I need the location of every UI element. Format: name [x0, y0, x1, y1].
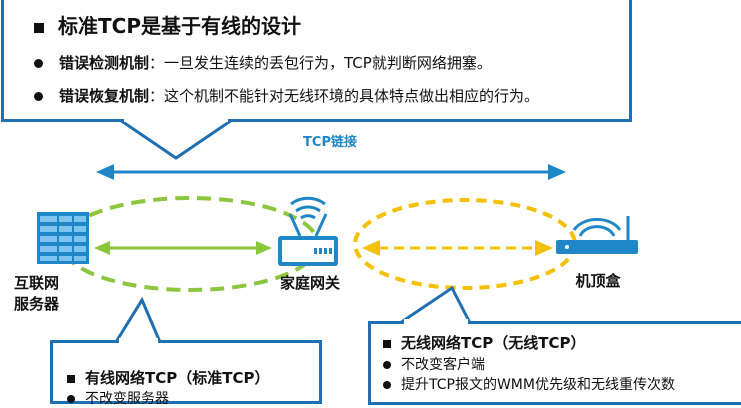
server-label: 互联网 服务器 [14, 272, 78, 314]
top-callout-box: 标准TCP是基于有线的设计 错误检测机制：一旦发生连续的丢包行为，TCP就判断网… [1, 0, 632, 122]
item-text: ：这个机制不能针对无线环境的具体特点做出相应的行为。 [149, 87, 540, 105]
item-term: 错误恢复机制 [59, 87, 150, 105]
wired-tcp-callout: 有线网络TCP（标准TCP） 不改变服务器 [50, 340, 322, 407]
dot-bullet-icon [67, 395, 75, 403]
set-top-box-icon [556, 216, 638, 254]
stb-label: 机顶盒 [575, 272, 621, 290]
server-icon [37, 212, 89, 264]
dot-bullet-icon [383, 361, 391, 369]
square-bullet-icon [34, 22, 44, 33]
item-term: 错误检测机制 [59, 54, 150, 72]
top-callout-item: 错误恢复机制：这个机制不能针对无线环境的具体特点做出相应的行为。 [34, 85, 539, 106]
wireless-tcp-callout: 无线网络TCP（无线TCP） 不改变客户端 提升TCP报文的WMM优先级和无线重… [368, 321, 741, 405]
dot-bullet-icon [34, 92, 43, 101]
server-label-line1: 互联网 [14, 274, 60, 292]
wireless-tcp-item: 提升TCP报文的WMM优先级和无线重传次数 [383, 374, 721, 396]
wired-tcp-title: 有线网络TCP（标准TCP） [67, 367, 269, 388]
server-label-line2: 服务器 [14, 295, 60, 313]
square-bullet-icon [383, 339, 391, 348]
top-callout-title: 标准TCP是基于有线的设计 [34, 10, 301, 39]
dot-bullet-icon [383, 381, 391, 389]
router-icon [278, 196, 338, 266]
square-bullet-icon [67, 374, 75, 383]
item-text: ：一旦发生连续的丢包行为，TCP就判断网络拥塞。 [149, 54, 492, 72]
wired-tcp-item: 不改变服务器 [67, 388, 169, 408]
left-pointer-mask [119, 338, 158, 344]
top-callout-pointer-mask [124, 116, 228, 122]
wireless-tcp-title: 无线网络TCP（无线TCP） [383, 332, 585, 353]
top-callout-item: 错误检测机制：一旦发生连续的丢包行为，TCP就判断网络拥塞。 [34, 52, 492, 73]
tcp-link-label: TCP链接 [303, 135, 357, 150]
dot-bullet-icon [34, 59, 43, 68]
right-pointer-mask [404, 319, 468, 325]
router-label: 家庭网关 [279, 274, 340, 292]
wireless-tcp-item: 不改变客户端 [383, 354, 485, 374]
